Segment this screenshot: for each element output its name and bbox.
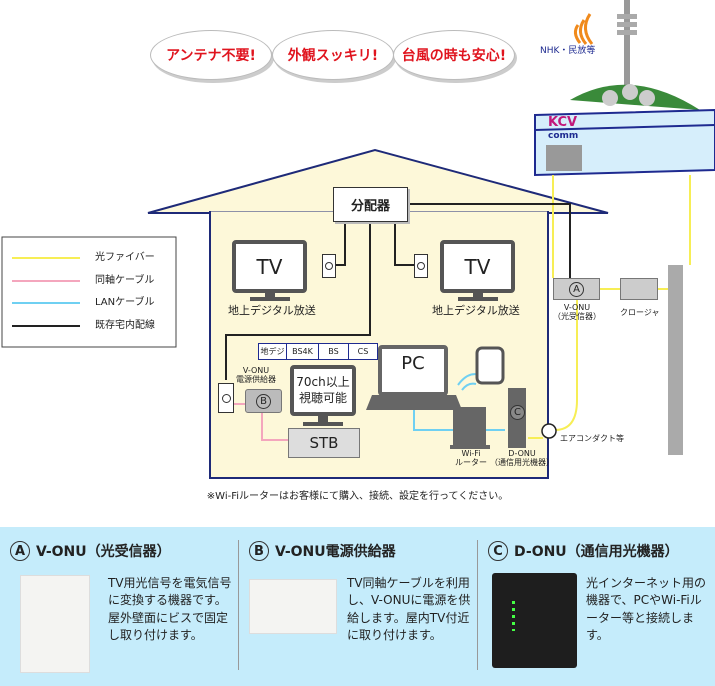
legend-lan: LANケーブル [95, 297, 155, 308]
marker-b: B [256, 393, 271, 409]
channel-cs: CS [357, 347, 369, 356]
air-duct-connector [541, 423, 557, 439]
marker-b: B [249, 541, 269, 561]
marker-a: A [569, 281, 584, 297]
vonu-power-photo [249, 579, 337, 634]
kcv-logo-sub: comm [548, 131, 579, 141]
legend-existing: 既存宅内配線 [95, 320, 155, 331]
splitter: 分配器 [333, 187, 408, 222]
legend-box [1, 236, 177, 348]
tv-right: TV [440, 240, 515, 293]
v-onu-receiver: A [553, 278, 600, 300]
d-onu-photo [492, 573, 577, 668]
closure-label: クロージャ [620, 308, 660, 317]
laptop-keyboard [366, 395, 462, 410]
tv-70ch: 70ch以上 視聴可能 [290, 365, 356, 416]
panel-d-onu: C D-ONU（通信用光機器） 光インターネット用の機器で、PCやWi-Fiルータ… [478, 527, 715, 686]
wifi-router [453, 407, 486, 447]
marker-c: C [488, 541, 508, 561]
channel-bs4k: BS4K [287, 344, 319, 360]
wifi-router-label: Wi-Fi ルーター [455, 449, 487, 468]
wifi-note: ※Wi-Fiルーターはお客様にて購入、接続、設定を行ってください。 [206, 491, 509, 502]
marker-a: A [10, 541, 30, 561]
channel-bs: BS [319, 344, 349, 360]
panel-title: V-ONU（光受信器） [36, 544, 171, 560]
panel-title: D-ONU（通信用光機器） [514, 544, 679, 560]
d-onu-label: D-ONU （通信用光機器） [490, 449, 554, 468]
feature-bubble-typhoon: 台風の時も安心! [393, 30, 515, 80]
stb: STB [288, 428, 360, 458]
channel-terrestrial: 地デジ [259, 344, 287, 360]
panel-text: 光インターネット用の機器で、PCやWi-Fiルーター等と接続します。 [586, 576, 707, 643]
legend-coax: 同軸ケーブル [95, 275, 155, 286]
panel-text: TV用光信号を電気信号に変換する機器です。屋外壁面にビスで固定し取り付けます。 [108, 576, 232, 643]
v-onu-label: V-ONU （光受信器） [553, 303, 601, 322]
air-duct-label: エアコンダクト等 [560, 434, 624, 443]
vonu-power-label: V-ONU 電源供給器 [236, 366, 276, 385]
kcv-building [534, 108, 715, 177]
panel-v-onu: A V-ONU（光受信器） TV用光信号を電気信号に変換する機器です。屋外壁面にビ… [0, 527, 238, 686]
tv-left-label: 地上デジタル放送 [228, 304, 316, 317]
panel-text: TV同軸ケーブルを利用し、V-ONUに電源を供給します。屋内TV付近に取り付けま… [347, 576, 471, 643]
marker-c: C [510, 405, 525, 420]
utility-pole [668, 265, 683, 455]
tv-right-label: 地上デジタル放送 [432, 304, 520, 317]
wall-outlet [414, 254, 428, 278]
tv-left: TV [232, 240, 307, 293]
panel-title: V-ONU電源供給器 [275, 544, 396, 560]
broadcast-tower-icon [570, 0, 700, 110]
wall-outlet [218, 383, 234, 413]
legend-fiber: 光ファイバー [95, 252, 155, 263]
vonu-power-supply: B [245, 389, 282, 413]
feature-bubble-no-antenna: アンテナ不要! [150, 30, 272, 80]
smartphone-icon [475, 346, 505, 385]
device-info-panel [0, 527, 715, 686]
station-label: NHK・民放等 [540, 46, 596, 56]
closure-box [620, 278, 658, 300]
channel-list: 地デジ BS4K BS CS [258, 343, 378, 361]
wall-outlet [322, 254, 336, 278]
panel-v-onu-power: B V-ONU電源供給器 TV同軸ケーブルを利用し、V-ONUに電源を供給します。… [239, 527, 477, 686]
v-onu-photo [20, 575, 90, 673]
pc-laptop: PC [378, 345, 448, 396]
kcv-logo: KCV [548, 115, 578, 130]
feature-bubble-clean-look: 外観スッキリ! [272, 30, 394, 80]
